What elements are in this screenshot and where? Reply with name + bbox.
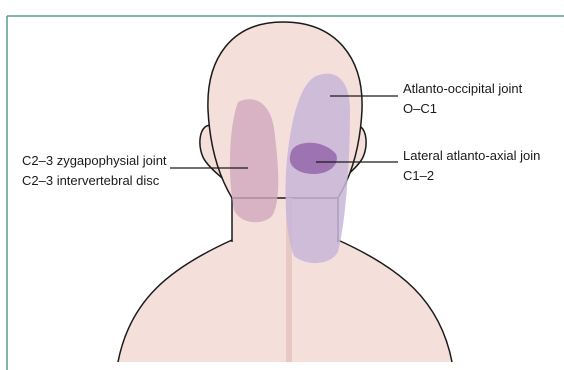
c1-2-label-line2: C1–2 <box>403 168 434 183</box>
o-c1-label-line1: Atlanto-occipital joint <box>403 81 523 96</box>
c1-2-label-line1: Lateral atlanto-axial join <box>403 148 540 163</box>
c2-3-pain-region <box>230 99 278 222</box>
torso-silhouette <box>118 240 452 362</box>
c2-3-label-line2: C2–3 intervertebral disc <box>22 173 160 188</box>
c2-3-label-line1: C2–3 zygapophysial joint <box>22 153 167 168</box>
o-c1-label-line2: O–C1 <box>403 101 437 116</box>
